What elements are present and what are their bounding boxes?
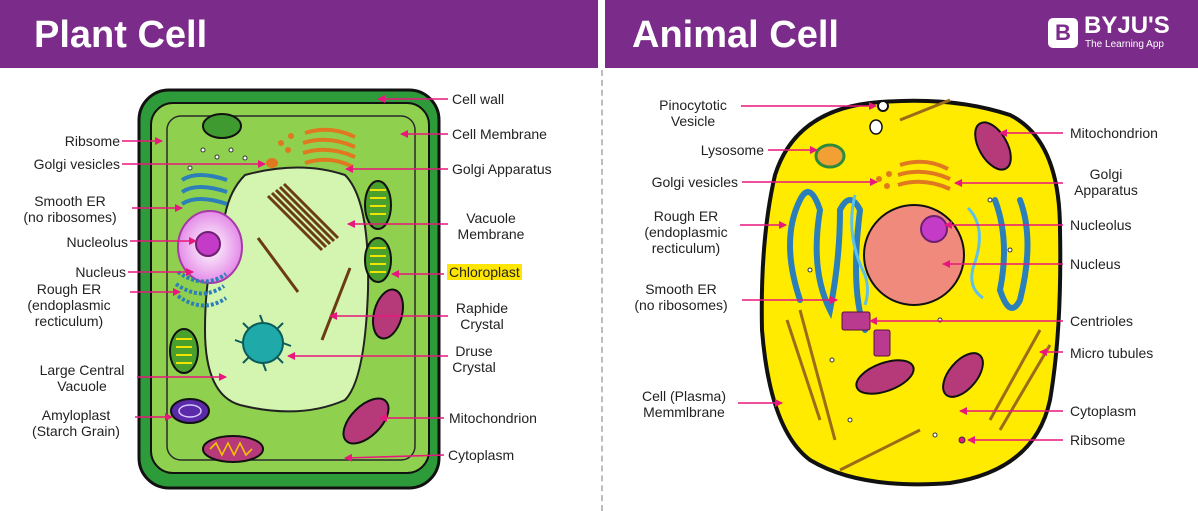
lysosome bbox=[814, 143, 846, 169]
animal-nucleolus bbox=[920, 215, 948, 243]
logo-mark: B bbox=[1048, 18, 1078, 48]
central-vacuole bbox=[203, 166, 370, 413]
plant-label-large-vacuole: Large Central Vacuole bbox=[39, 362, 125, 394]
raphide-bundle bbox=[266, 182, 340, 252]
animal-label-golgi-vesicles: Golgi vesicles bbox=[651, 174, 738, 190]
raphide-crystal-small bbox=[256, 237, 300, 293]
plant-label-raphide: Raphide Crystal bbox=[455, 300, 509, 332]
plant-ribosomes bbox=[187, 147, 248, 171]
logo-name: BYJU'S bbox=[1084, 12, 1170, 39]
animal-label-mitochondrion: Mitochondrion bbox=[1070, 125, 1158, 141]
plant-label-amyloplast: Amyloplast (Starch Grain) bbox=[32, 407, 120, 439]
animal-rough-er bbox=[787, 189, 1031, 333]
plant-smooth-er bbox=[180, 173, 228, 206]
animal-vesicle bbox=[869, 119, 883, 135]
plant-nucleolus bbox=[195, 231, 221, 257]
plant-label-druse: Druse Crystal bbox=[452, 343, 496, 375]
plant-label-ribosome: Ribsome bbox=[64, 133, 120, 149]
animal-label-cell-membrane: Cell (Plasma) Memmlbrane bbox=[641, 388, 726, 420]
plant-golgi-vesicles bbox=[266, 133, 294, 168]
animal-label-cytoplasm: Cytoplasm bbox=[1070, 403, 1137, 419]
pinocytotic-vesicle bbox=[877, 100, 889, 112]
plant-arrows bbox=[122, 95, 448, 462]
plant-mitochondria bbox=[202, 288, 404, 463]
center-divider bbox=[601, 70, 603, 511]
plant-label-chloroplast-wrap: Chloroplast bbox=[447, 264, 522, 280]
plant-label-chloroplast: Chloroplast bbox=[447, 264, 522, 280]
animal-mitochondria bbox=[855, 121, 1012, 398]
plant-cell bbox=[137, 88, 441, 490]
animal-label-rough-er: Rough ER (endoplasmic recticulum) bbox=[644, 208, 728, 256]
chloroplasts bbox=[169, 180, 392, 374]
animal-ribosomes bbox=[807, 197, 1013, 444]
animal-cell-title: Animal Cell bbox=[632, 14, 839, 56]
plant-label-cell-wall: Cell wall bbox=[452, 91, 505, 107]
byjus-logo: B BYJU'S The Learning App bbox=[1048, 12, 1188, 56]
animal-label-smooth-er: Smooth ER (no ribosomes) bbox=[634, 281, 728, 313]
logo-tagline: The Learning App bbox=[1085, 39, 1164, 50]
animal-nucleus bbox=[863, 204, 965, 306]
plant-label-mitochondrion: Mitochondrion bbox=[449, 410, 537, 426]
animal-label-golgi-apparatus: Golgi Apparatus bbox=[1074, 166, 1138, 198]
plant-label-cytoplasm: Cytoplasm bbox=[448, 447, 515, 463]
animal-golgi-vesicles bbox=[876, 171, 892, 189]
druse-crystal bbox=[234, 314, 292, 372]
plant-label-golgi-vesicles: Golgi vesicles bbox=[33, 156, 120, 172]
plant-label-rough-er: Rough ER (endoplasmic recticulum) bbox=[27, 281, 111, 329]
animal-golgi-apparatus bbox=[897, 159, 951, 191]
centrioles bbox=[841, 311, 891, 357]
plant-ribosome-plastid bbox=[202, 113, 242, 139]
animal-label-centrioles: Centrioles bbox=[1070, 313, 1134, 329]
animal-label-pinocytotic: Pinocytotic Vesicle bbox=[659, 97, 727, 129]
animal-label-micro-tubules: Micro tubules bbox=[1070, 345, 1154, 361]
animal-label-nucleolus: Nucleolus bbox=[1070, 217, 1132, 233]
amyloplast bbox=[170, 398, 210, 424]
plant-label-golgi-apparatus: Golgi Apparatus bbox=[452, 161, 552, 177]
animal-arrows bbox=[738, 102, 1063, 444]
plant-label-vacuole-membrane: Vacuole Membrane bbox=[457, 210, 525, 242]
animal-cell bbox=[759, 98, 1063, 487]
animal-header-bar bbox=[605, 0, 1198, 68]
microtubules bbox=[785, 98, 1052, 472]
animal-label-nucleus: Nucleus bbox=[1070, 256, 1121, 272]
plant-rough-er bbox=[174, 270, 228, 308]
animal-label-lysosome: Lysosome bbox=[700, 142, 764, 158]
animal-label-ribosome: Ribsome bbox=[1070, 432, 1126, 448]
raphide-crystal bbox=[320, 267, 352, 341]
plant-label-nucleolus: Nucleolus bbox=[66, 234, 128, 250]
plant-label-smooth-er: Smooth ER (no ribosomes) bbox=[23, 193, 117, 225]
plant-label-nucleus: Nucleus bbox=[75, 264, 126, 280]
plant-label-cell-membrane: Cell Membrane bbox=[452, 126, 547, 142]
plant-cell-membrane bbox=[166, 115, 416, 461]
plant-cell-title: Plant Cell bbox=[34, 14, 208, 56]
plant-header-bar bbox=[0, 0, 598, 68]
animal-smooth-er bbox=[850, 194, 984, 306]
